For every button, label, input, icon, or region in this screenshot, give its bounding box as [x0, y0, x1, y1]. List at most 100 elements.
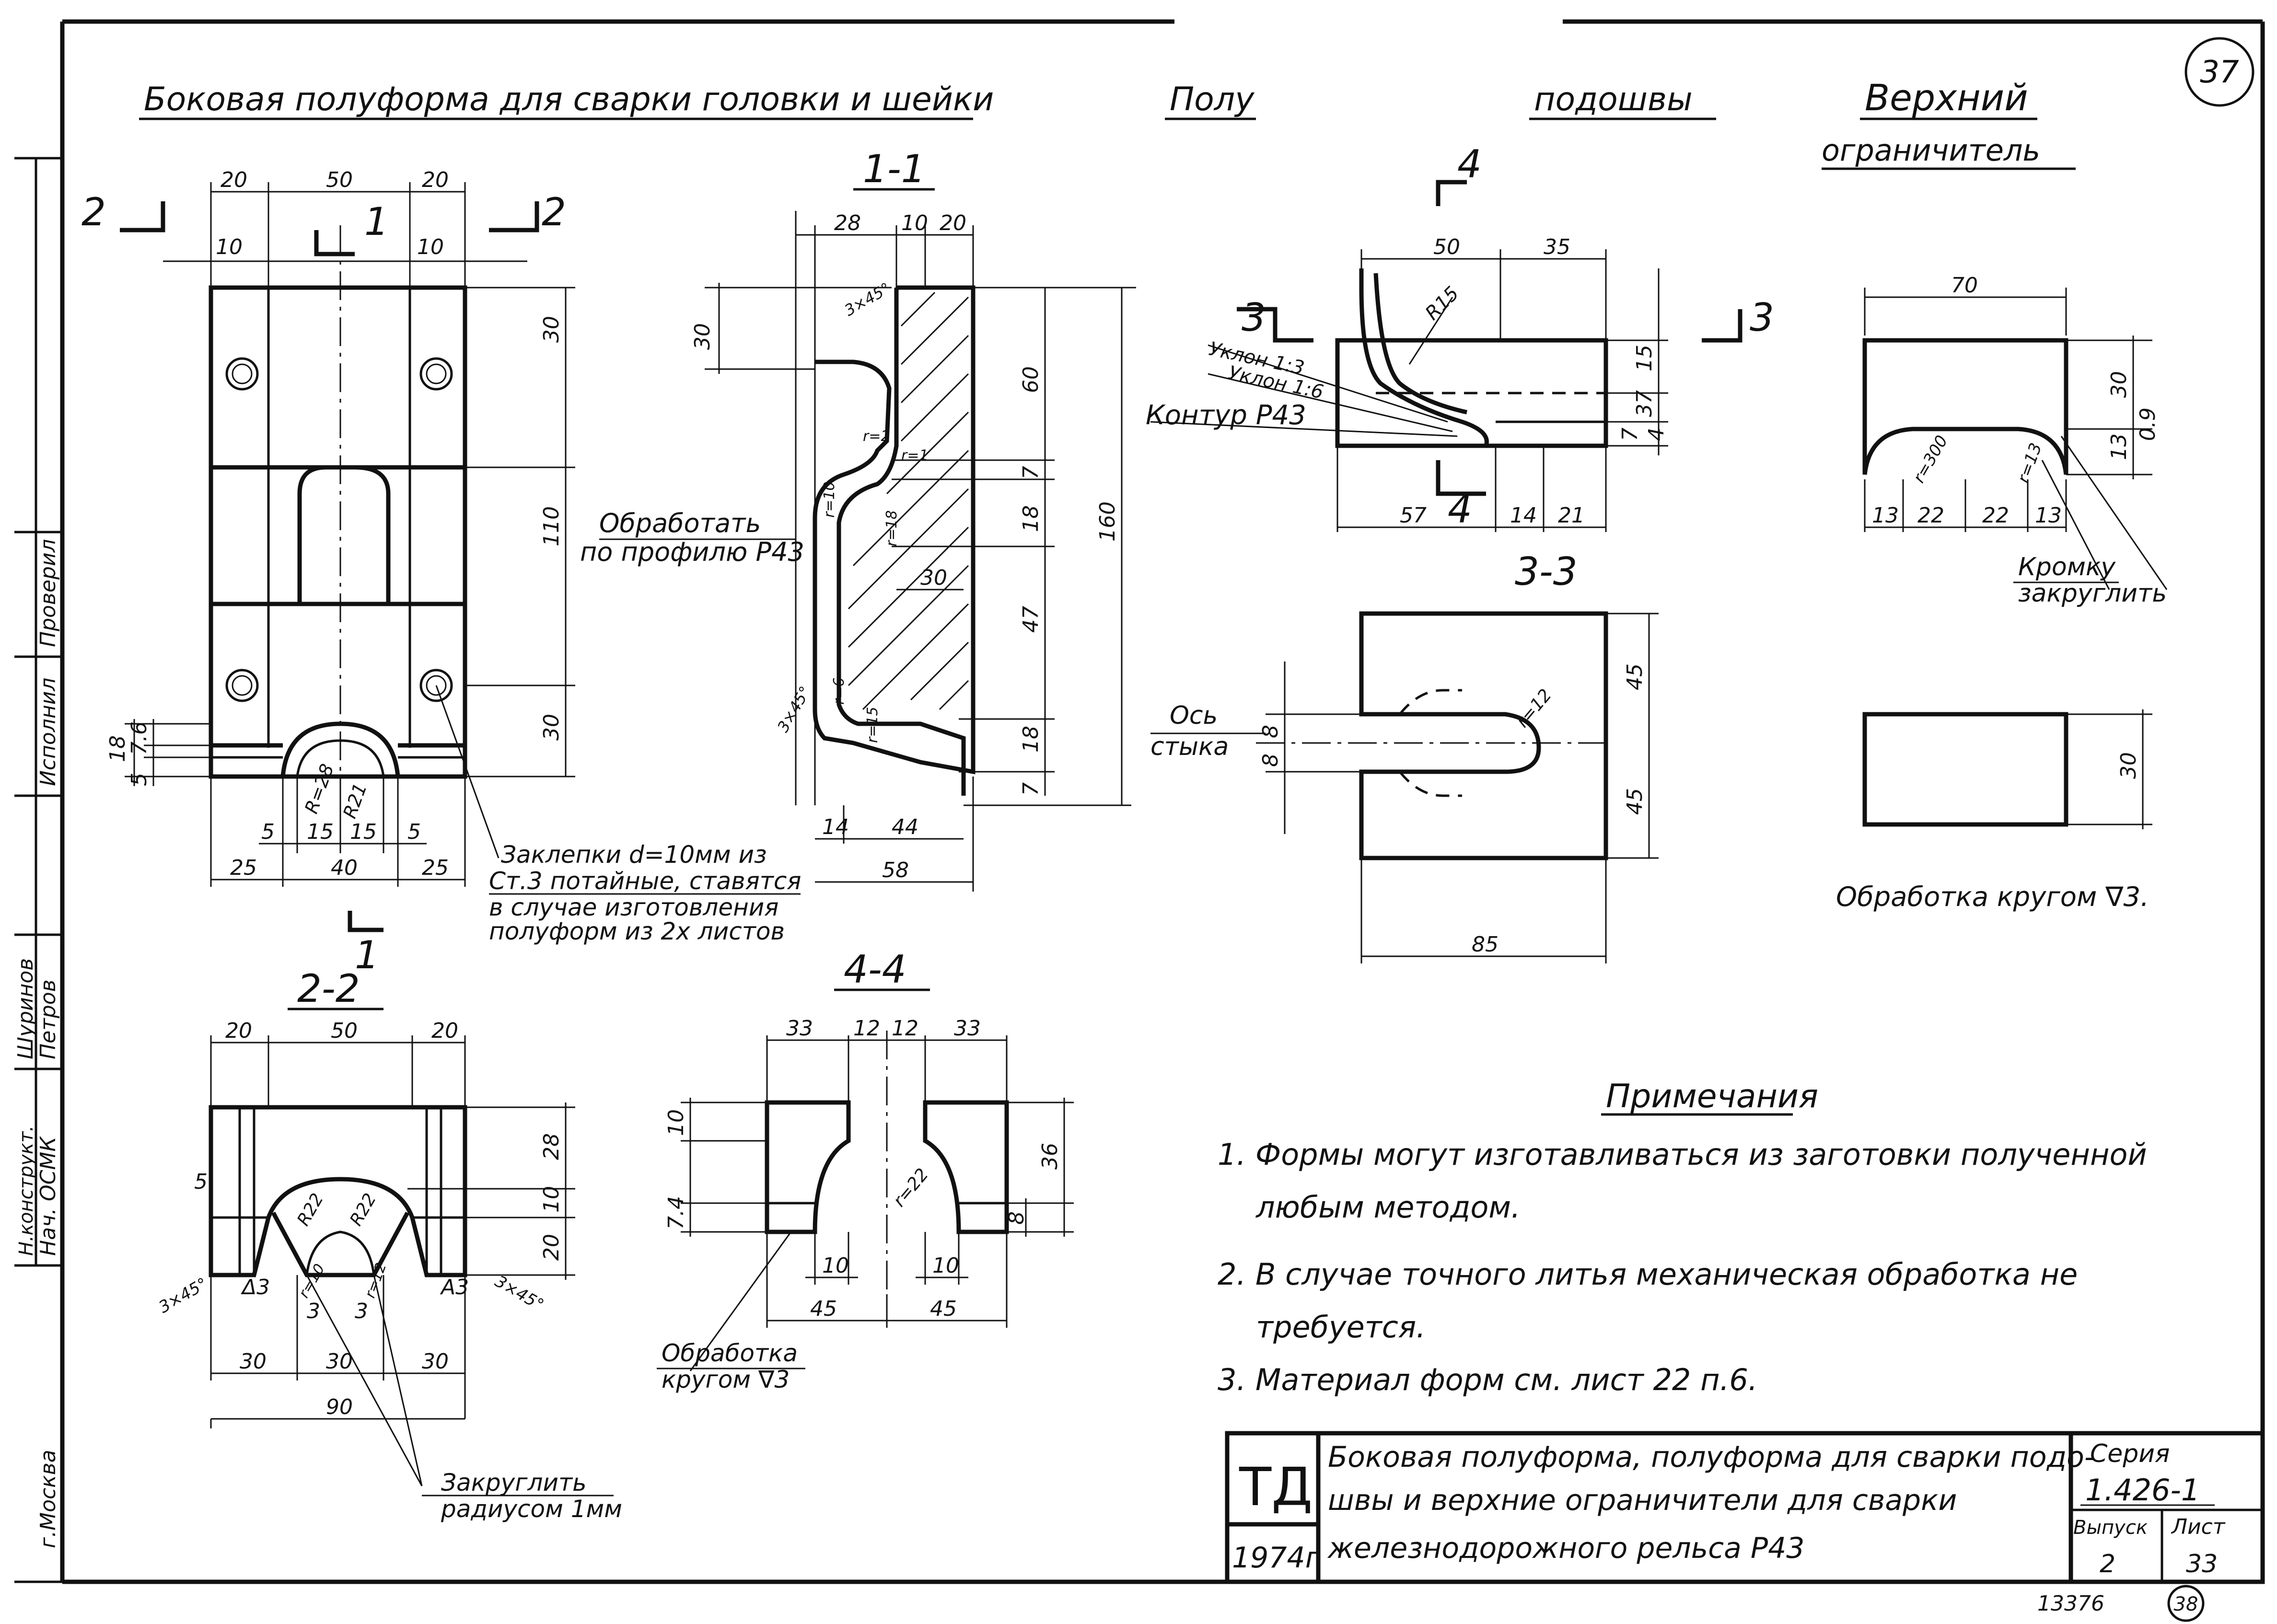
- svg-text:4-4: 4-4: [844, 947, 906, 992]
- svg-text:Закруглить: Закруглить: [441, 1469, 587, 1496]
- section-1-1: 1-1 28 10 20 30: [580, 147, 1136, 892]
- svg-text:8: 8: [1258, 754, 1283, 767]
- svg-text:10: 10: [822, 1253, 849, 1278]
- svg-text:Ось: Ось: [1170, 701, 1218, 730]
- svg-text:38: 38: [2174, 1593, 2198, 1615]
- svg-text:30: 30: [326, 1349, 353, 1374]
- svg-text:15: 15: [350, 820, 377, 844]
- svg-text:44: 44: [892, 815, 918, 839]
- svg-text:37: 37: [2200, 55, 2239, 90]
- page-number: 37: [2184, 37, 2254, 107]
- svg-text:20: 20: [221, 168, 247, 192]
- title-block: ТД 1974г Боковая полуформа, полуформа дл…: [1225, 1431, 2265, 1622]
- svg-text:85: 85: [1472, 932, 1499, 957]
- svg-text:Нач. ОСМК: Нач. ОСМК: [36, 1136, 60, 1256]
- sheet-frame: [14, 19, 2265, 1584]
- svg-text:1.426-1: 1.426-1: [2085, 1473, 2200, 1508]
- svg-text:2: 2: [81, 190, 106, 234]
- svg-text:8: 8: [1004, 1211, 1029, 1225]
- svg-text:3: 3: [355, 1299, 368, 1323]
- svg-text:1. Формы могут изготавливаться: 1. Формы могут изготавливаться из загото…: [1218, 1137, 2147, 1172]
- svg-text:4: 4: [1457, 142, 1482, 186]
- svg-text:28: 28: [834, 211, 861, 235]
- svg-text:Полу: Полу: [1170, 81, 1255, 118]
- svg-text:37: 37: [1632, 390, 1657, 417]
- svg-text:r=10: r=10: [821, 481, 838, 518]
- svg-text:r=13: r=13: [2014, 441, 2046, 486]
- svg-text:47: 47: [1019, 606, 1043, 633]
- svg-text:r=15: r=15: [864, 707, 881, 743]
- svg-text:60: 60: [1019, 366, 1043, 393]
- svg-text:3: 3: [1750, 295, 1774, 340]
- svg-text:r=22: r=22: [889, 1165, 932, 1211]
- svg-text:13: 13: [2107, 433, 2131, 460]
- svg-text:8: 8: [1258, 725, 1283, 738]
- svg-text:5: 5: [194, 1170, 208, 1194]
- svg-text:2: 2: [542, 190, 566, 234]
- section-2-2: 2-2 20 50 20 28 10 20 5 30 30: [156, 966, 622, 1523]
- svg-text:45: 45: [810, 1297, 837, 1321]
- svg-text:15: 15: [1632, 345, 1657, 371]
- svg-text:10: 10: [664, 1109, 688, 1136]
- svg-text:13376: 13376: [2037, 1591, 2104, 1616]
- svg-text:160: 160: [1095, 501, 1120, 542]
- svg-text:3×45°: 3×45°: [841, 279, 894, 320]
- svg-text:Обработать: Обработать: [599, 508, 761, 538]
- svg-text:20: 20: [940, 211, 966, 235]
- svg-text:7: 7: [1019, 466, 1043, 479]
- svg-text:R22: R22: [346, 1190, 380, 1230]
- svg-text:45: 45: [1623, 788, 1647, 815]
- svg-text:18: 18: [1019, 726, 1043, 753]
- svg-text:1-1: 1-1: [863, 147, 926, 191]
- svg-text:30: 30: [422, 1349, 449, 1374]
- svg-text:r=1: r=1: [901, 447, 929, 464]
- svg-text:45: 45: [1623, 663, 1647, 690]
- svg-text:Проверил: Проверил: [36, 539, 60, 647]
- svg-text:25: 25: [422, 856, 449, 880]
- svg-text:33: 33: [786, 1016, 813, 1041]
- svg-text:ограничитель: ограничитель: [1822, 133, 2040, 168]
- svg-text:14: 14: [822, 815, 849, 839]
- svg-text:10: 10: [216, 235, 243, 259]
- svg-text:Н.конструкт.: Н.конструкт.: [15, 1125, 37, 1256]
- svg-text:10: 10: [417, 235, 444, 259]
- section-3-3: 3-3 8 8 Ось стыка 45 45 85 r=12: [1150, 549, 1659, 963]
- svg-text:железнодорожного рельса Р43: железнодорожного рельса Р43: [1327, 1531, 1804, 1565]
- svg-text:Примечания: Примечания: [1606, 1078, 1818, 1115]
- svg-text:33: 33: [2186, 1550, 2218, 1578]
- svg-text:Верхний: Верхний: [1865, 76, 2028, 119]
- svg-text:Выпуск: Выпуск: [2073, 1517, 2148, 1539]
- svg-text:R22: R22: [293, 1190, 327, 1230]
- svg-text:R=28: R=28: [301, 761, 338, 816]
- svg-text:Заклепки d=10мм из: Заклепки d=10мм из: [501, 841, 767, 869]
- svg-text:кругом ∇3: кругом ∇3: [662, 1366, 790, 1393]
- svg-text:25: 25: [230, 856, 257, 880]
- svg-text:требуется.: требуется.: [1256, 1310, 1426, 1345]
- svg-text:30: 30: [920, 566, 947, 590]
- svg-text:7.6: 7.6: [127, 721, 151, 755]
- svg-text:58: 58: [882, 858, 909, 882]
- svg-text:3-3: 3-3: [1515, 549, 1578, 594]
- svg-text:Боковая полуформа для сварки г: Боковая полуформа для сварки головки и ш…: [144, 81, 994, 118]
- svg-text:10: 10: [901, 211, 928, 235]
- svg-text:30: 30: [240, 1349, 267, 1374]
- svg-text:22: 22: [1917, 503, 1944, 528]
- svg-text:30: 30: [539, 714, 564, 741]
- svg-text:30: 30: [2107, 371, 2131, 398]
- svg-text:2: 2: [2100, 1550, 2115, 1578]
- svg-text:3×45°: 3×45°: [774, 683, 814, 735]
- svg-text:30: 30: [2116, 752, 2141, 779]
- svg-text:Обработка: Обработка: [662, 1339, 798, 1367]
- svg-text:3. Материал форм см. лист 22 п: 3. Материал форм см. лист 22 п.6.: [1218, 1362, 1757, 1397]
- svg-text:30: 30: [690, 323, 715, 350]
- svg-text:70: 70: [1951, 273, 1978, 298]
- svg-text:A3: A3: [440, 1275, 469, 1299]
- svg-text:57: 57: [1400, 503, 1427, 528]
- svg-text:r=300: r=300: [1909, 432, 1952, 487]
- svg-text:полуформ из 2х листов: полуформ из 2х листов: [489, 917, 785, 945]
- svg-text:30: 30: [539, 316, 564, 343]
- svg-text:радиусом 1мм: радиусом 1мм: [441, 1495, 622, 1523]
- svg-text:13: 13: [1872, 503, 1899, 528]
- svg-text:33: 33: [954, 1016, 981, 1041]
